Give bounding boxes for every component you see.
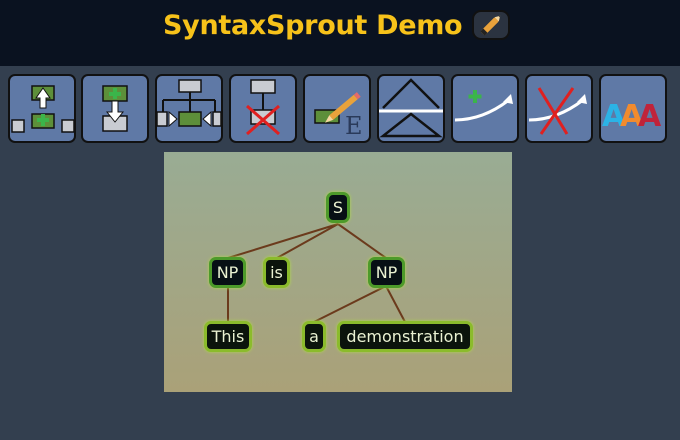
app-title: SyntaxSprout Demo: [163, 10, 463, 41]
add-parent-icon: [11, 85, 74, 133]
delete-arrow-button[interactable]: [525, 74, 593, 143]
triangle-toggle-button[interactable]: [377, 74, 445, 143]
color-letter-a3: A: [638, 99, 662, 134]
svg-text:E: E: [345, 112, 363, 140]
edge-s-is: [276, 223, 339, 259]
add-parent-button[interactable]: [8, 74, 76, 143]
delete-node-icon: [246, 79, 280, 136]
pencil-icon: [480, 15, 501, 36]
tree-node-is[interactable]: is: [263, 257, 290, 288]
edit-label-button[interactable]: E: [303, 74, 371, 143]
edge-np2-demonstration: [385, 285, 406, 323]
tree-canvas[interactable]: S NP is NP This a demonstration: [164, 152, 512, 392]
tree-node-s[interactable]: S: [326, 192, 350, 223]
tree-node-np2[interactable]: NP: [368, 257, 405, 288]
add-child-button[interactable]: [81, 74, 149, 143]
edit-label-icon: E: [314, 92, 363, 140]
add-arrow-button[interactable]: [451, 74, 519, 143]
add-sibling-button[interactable]: [155, 74, 223, 143]
delete-arrow-icon: [528, 87, 587, 135]
add-child-icon: [102, 85, 128, 132]
tree-edges: [227, 223, 406, 323]
triangle-icon: [379, 78, 443, 138]
color-style-button[interactable]: A A A: [599, 74, 667, 143]
add-arrow-icon: [454, 90, 513, 122]
color-letters-icon: A A A: [602, 99, 662, 134]
edit-title-button[interactable]: [472, 10, 510, 40]
delete-node-button[interactable]: [229, 74, 297, 143]
tree-node-this[interactable]: This: [204, 321, 252, 352]
color-letter-a1: A: [602, 99, 626, 134]
color-letter-a2: A: [620, 99, 644, 134]
tree-node-demonstration[interactable]: demonstration: [337, 321, 473, 352]
edge-s-np2: [337, 223, 387, 259]
tree-node-np1[interactable]: NP: [209, 257, 246, 288]
add-sibling-icon: [157, 79, 221, 128]
app-header: SyntaxSprout Demo: [0, 0, 680, 66]
tree-node-a[interactable]: a: [302, 321, 326, 352]
edge-s-np1: [227, 223, 339, 259]
edge-np2-a: [313, 285, 387, 323]
